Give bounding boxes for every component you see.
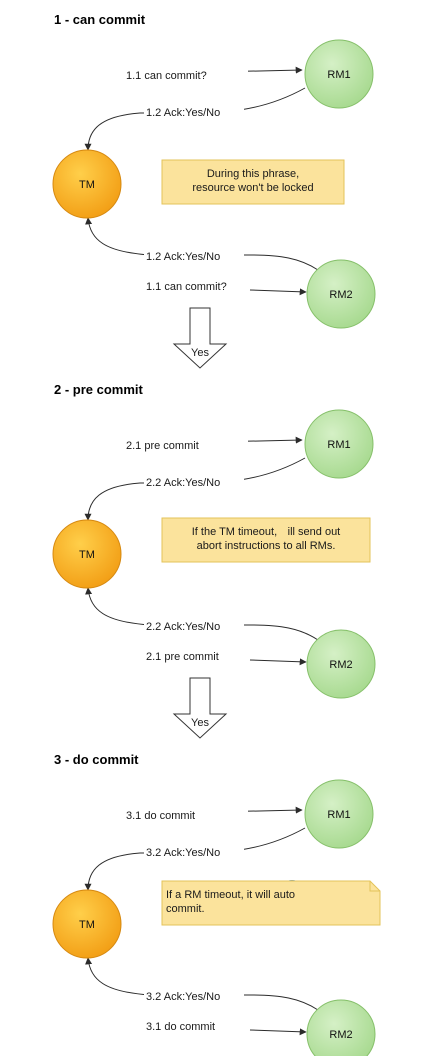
label-ack-rm2: 1.2 Ack:Yes/No	[146, 251, 220, 263]
label-ack-rm2-bg	[144, 990, 244, 1003]
label-request-rm2: 1.1 can commit?	[146, 281, 227, 293]
label-request-rm1: 1.1 can commit?	[126, 70, 207, 82]
label-request-rm2: 2.1 pre commit	[146, 651, 219, 663]
tm-label: TM	[79, 919, 95, 931]
label-request-rm2: 3.1 do commit	[146, 1021, 215, 1033]
label-ack-rm1-bg	[144, 476, 244, 489]
label-ack-rm1: 1.2 Ack:Yes/No	[146, 107, 220, 119]
note-line-1: During this phrase,	[207, 168, 299, 180]
label-ack-rm1-bg	[144, 846, 244, 859]
label-ack-rm1: 2.2 Ack:Yes/No	[146, 477, 220, 489]
rm1-node	[304, 779, 374, 849]
rm1-label: RM1	[327, 809, 350, 821]
note-box	[161, 517, 371, 563]
phase-title: 3 - do commit	[54, 752, 139, 767]
label-request-rm1: 2.1 pre commit	[126, 440, 199, 452]
edge-request-rm2	[249, 658, 307, 666]
tm-node	[52, 519, 122, 589]
down-arrow-label: Yes	[191, 717, 209, 729]
note-line-1: If the TM timeout, ill send out	[192, 526, 341, 538]
rm2-node	[306, 999, 376, 1056]
rm1-label: RM1	[327, 69, 350, 81]
tm-node	[52, 149, 122, 219]
phase-title: 2 - pre commit	[54, 382, 144, 397]
note-box	[161, 880, 381, 926]
label-ack-rm2-bg	[144, 250, 244, 263]
down-arrow-icon	[172, 307, 228, 369]
note-line-2: resource won't be locked	[192, 182, 313, 194]
rm1-node	[304, 409, 374, 479]
down-arrow-icon	[172, 677, 228, 739]
label-request-rm1: 3.1 do commit	[126, 810, 195, 822]
label-ack-rm2: 2.2 Ack:Yes/No	[146, 621, 220, 633]
rm1-node	[304, 39, 374, 109]
rm2-label: RM2	[329, 289, 352, 301]
label-ack-rm1: 3.2 Ack:Yes/No	[146, 847, 220, 859]
tm-node	[52, 889, 122, 959]
note-box	[161, 159, 345, 205]
edge-request-rm2	[249, 1028, 307, 1036]
rm1-label: RM1	[327, 439, 350, 451]
phase-2: 2 - pre commit 2.1 pre commit 2.2 Ack:Yes/…	[52, 382, 376, 904]
phase-3: 3 - do commit 3.1 do commit 3.2 Ack:Yes/No…	[52, 752, 381, 1056]
phase-title: 1 - can commit	[54, 12, 146, 27]
rm2-node	[306, 629, 376, 699]
label-request-rm2-bg	[144, 280, 248, 293]
rm2-label: RM2	[329, 659, 352, 671]
label-request-rm1-bg	[124, 69, 248, 82]
note-line-1: If a RM timeout, it will auto	[166, 889, 295, 901]
label-request-rm1-bg	[124, 439, 248, 452]
tm-label: TM	[79, 549, 95, 561]
phase-1: 1 - can commit 1.1 can commit? 1.2 Ack:Yes…	[52, 12, 376, 369]
label-ack-rm2-bg	[144, 620, 244, 633]
label-request-rm2-bg	[144, 1020, 248, 1033]
label-ack-rm2: 3.2 Ack:Yes/No	[146, 991, 220, 1003]
label-request-rm2-bg	[144, 650, 248, 663]
rm2-label: RM2	[329, 1029, 352, 1041]
edge-request-rm2	[249, 288, 307, 296]
label-request-rm1-bg	[124, 809, 248, 822]
note-line-2: commit.	[166, 903, 205, 915]
tm-label: TM	[79, 179, 95, 191]
down-arrow-label: Yes	[191, 347, 209, 359]
rm2-node	[306, 259, 376, 329]
note-line-2: abort instructions to all RMs.	[197, 540, 336, 552]
note-fold	[369, 881, 380, 892]
label-ack-rm1-bg	[144, 106, 244, 119]
